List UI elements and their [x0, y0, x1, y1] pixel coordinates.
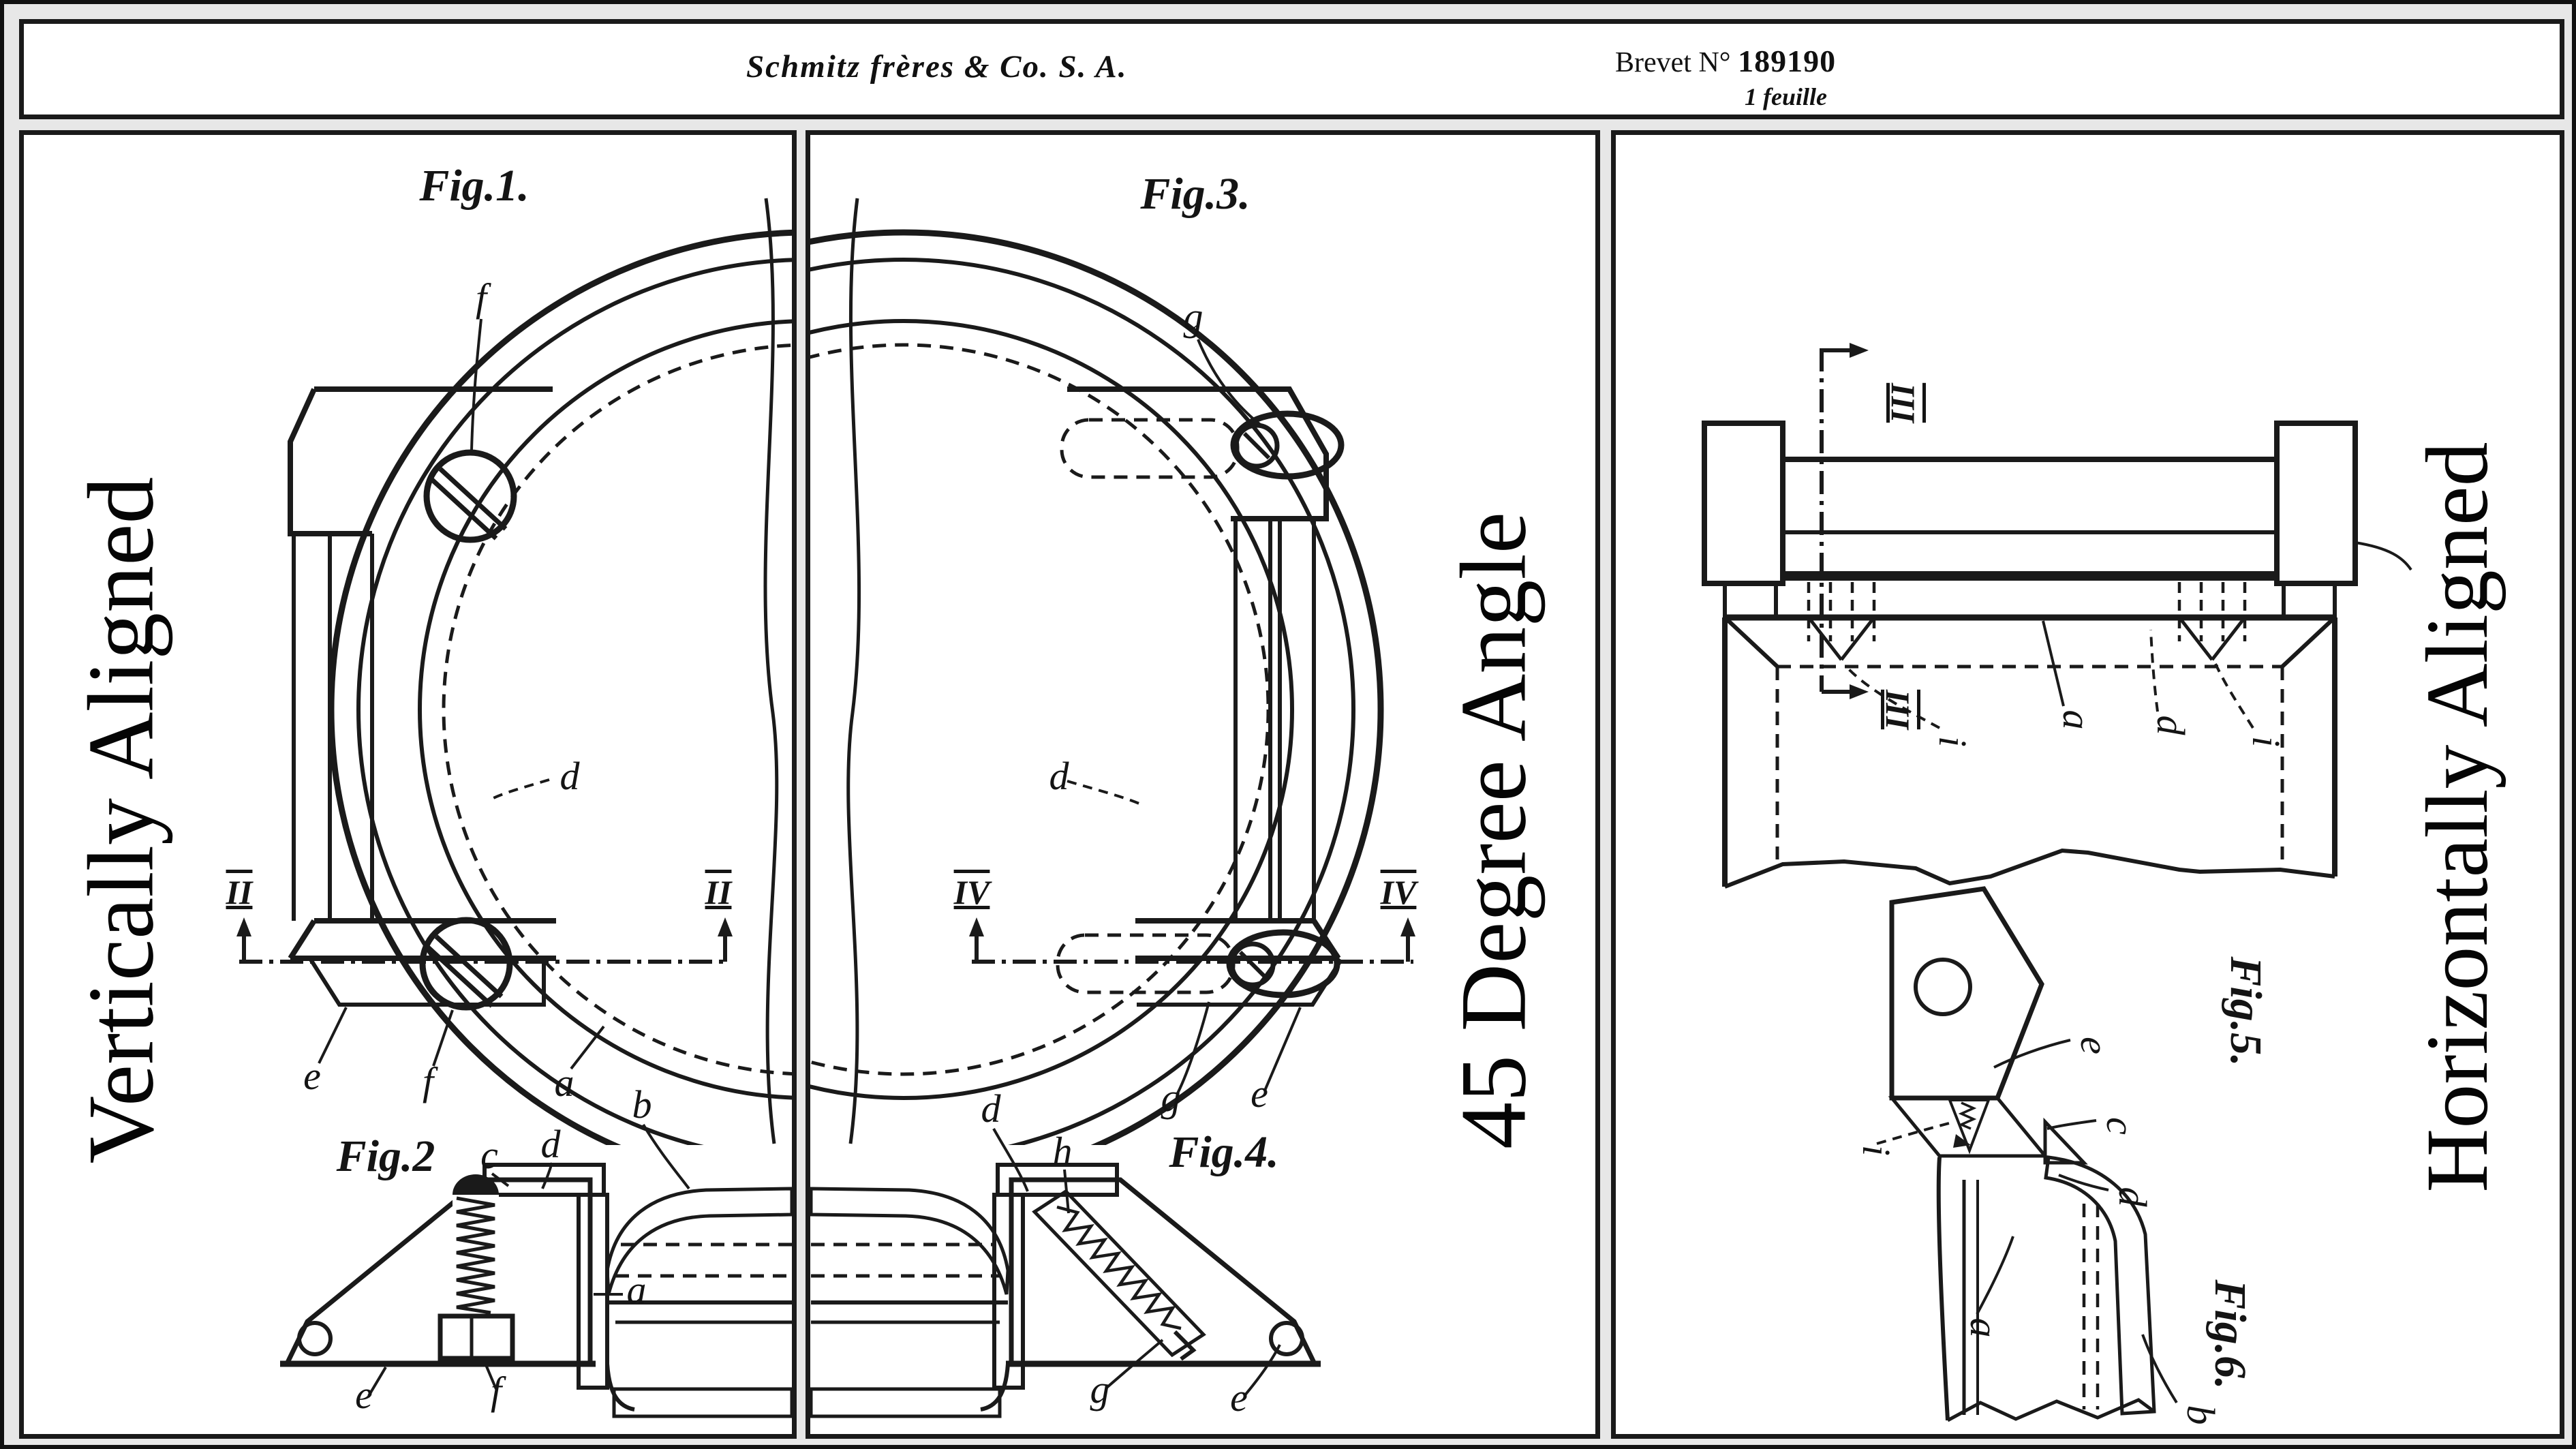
patent-number: 189190	[1738, 44, 1837, 78]
fig2-drawing	[280, 1123, 792, 1418]
fig1-case-ring	[328, 198, 792, 1145]
fig2-screw-spring	[438, 1174, 515, 1361]
fig5-lug-block-right	[2274, 421, 2358, 586]
fig1-caption: Fig.1.	[418, 161, 529, 211]
panel-fig5-fig6: Fig.5. III III i a d i Fig.6. i e c d a b	[1611, 130, 2564, 1439]
fig1-label-d: d	[560, 754, 581, 798]
fig5-springbar-right	[2177, 582, 2247, 661]
fig4-drawing	[810, 1128, 1321, 1418]
fig5-section-line-iii	[1820, 343, 1869, 699]
fig2-label-f: f	[491, 1369, 506, 1413]
fig2-bezel-wall	[577, 1193, 609, 1390]
fig5-bracelet-band	[1723, 457, 2337, 617]
fig1-section-line-ii	[236, 917, 733, 964]
fig4-pin-hole	[1269, 1321, 1304, 1356]
fig5-label-i: i	[2244, 736, 2288, 747]
fig2-label-c: c	[480, 1133, 498, 1177]
fig5-fig6-drawing: Fig.5. III III i a d i Fig.6. i e c d a b	[1702, 343, 2412, 1425]
fig6-label-e: e	[2072, 1037, 2117, 1054]
patent-label: Brevet N°	[1615, 47, 1731, 78]
fig2-caption: Fig.2	[336, 1131, 435, 1181]
fig6-label-a: a	[1962, 1318, 2006, 1338]
fig3-drawing	[810, 198, 1415, 1145]
fig4-caption: Fig.4.	[1168, 1127, 1278, 1177]
fig1-lug	[288, 386, 556, 1007]
fig5-leader-lines	[1847, 541, 2412, 729]
fig5-break-line	[1723, 848, 2335, 889]
fig2-label-e: e	[355, 1373, 373, 1417]
fig5-label-III: III	[1879, 689, 1917, 731]
fig1-drawing	[236, 198, 792, 1145]
fig6-clamp-head	[1889, 886, 2044, 1101]
fig2-pin-hole	[297, 1321, 333, 1356]
fig5-lug-block-left	[1702, 421, 1785, 586]
fig6-label-c: c	[2098, 1117, 2143, 1135]
fig2-glass-dome	[605, 1187, 792, 1418]
fig5-label-III: III	[1884, 382, 1922, 424]
fig4-diagonal-spring	[1032, 1189, 1206, 1361]
fig2-label-d: d	[541, 1122, 562, 1166]
fig4-glass-dome	[810, 1187, 1010, 1418]
fig1-label-II: II	[705, 873, 733, 911]
fig6-wedge-tip	[2043, 1117, 2088, 1165]
fig6-spring-notch	[1948, 1099, 1991, 1155]
fig5-case-body	[1722, 614, 2337, 889]
fig6-caption: Fig.6.	[2205, 1279, 2255, 1389]
fig6-band-channel	[1936, 1155, 2156, 1422]
fig5-drawing	[1702, 343, 2412, 889]
fig6-label-d: d	[2111, 1187, 2155, 1208]
fig5-label-i: i	[1931, 736, 1975, 747]
fig1-leader-lines	[318, 318, 605, 1070]
fig6-drawing	[1876, 886, 2178, 1422]
fig3-leader-lines	[1067, 339, 1302, 1094]
fig6-label-i: i	[1854, 1145, 1899, 1156]
fig3-label-IV: IV	[953, 873, 992, 911]
header-strip: Schmitz frères & Co. S. A. Brevet N° 189…	[19, 19, 2564, 119]
fig4-label-e: e	[1230, 1375, 1248, 1420]
fig3-label-d: d	[1049, 754, 1070, 798]
fig5-springbar-left	[1807, 582, 1876, 661]
sheet-count: 1 feuille	[1745, 83, 1827, 110]
fig6-label-b: b	[2179, 1405, 2223, 1425]
fig4-label-g: g	[1090, 1367, 1110, 1412]
fig6-leader-lines	[1876, 1039, 2178, 1404]
fig1-label-f: f	[476, 275, 491, 320]
fig2-label-a: a	[627, 1268, 647, 1312]
patent-number-line: Brevet N° 189190	[1615, 43, 1836, 79]
fig3-label-g: g	[1184, 294, 1203, 339]
fig1-label-e: e	[303, 1054, 321, 1098]
fig3-lug	[1067, 386, 1343, 1007]
fig1-label-II: II	[226, 873, 254, 911]
fig3-section-line-iv	[969, 917, 1415, 964]
fig3-label-e: e	[1251, 1071, 1268, 1116]
fig1-break-line	[763, 198, 779, 1144]
fig3-break-line	[846, 198, 861, 1144]
fig5-caption: Fig.5.	[2221, 956, 2271, 1066]
fig5-label-d: d	[2149, 716, 2193, 736]
fig4-label-h: h	[1053, 1129, 1073, 1173]
fig4-leader-lines	[992, 1128, 1281, 1397]
fig1-label-a: a	[555, 1061, 574, 1105]
fig3-label-IV: IV	[1380, 873, 1419, 911]
fig3-pin-top	[1060, 410, 1345, 480]
fig5-label-a: a	[2055, 710, 2099, 730]
fig6-break-line	[1946, 1398, 2156, 1422]
fig2-leader-lines	[367, 1123, 690, 1397]
fig1-label-f: f	[423, 1059, 438, 1103]
fig3-case-ring	[810, 198, 1384, 1145]
fig1-screw-top	[423, 449, 517, 543]
fig3-label-g: g	[1161, 1076, 1181, 1120]
fig2-label-b: b	[632, 1082, 652, 1127]
fig6-pin-hole	[1914, 958, 1972, 1016]
fig4-label-d: d	[981, 1086, 1002, 1131]
fig4-bezel-wall	[992, 1193, 1025, 1390]
fig3-caption: Fig.3.	[1139, 169, 1250, 219]
company-name: Schmitz frères & Co. S. A.	[746, 49, 1128, 85]
